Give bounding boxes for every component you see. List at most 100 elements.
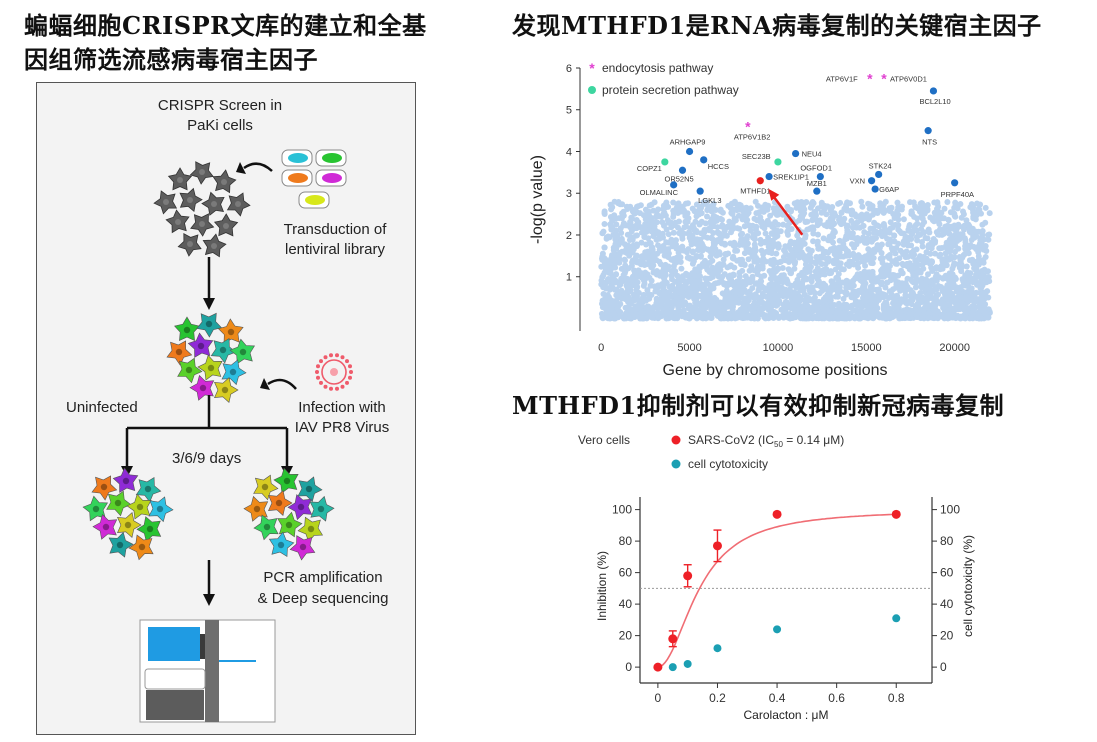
- background-gene-point: [727, 272, 734, 279]
- background-gene-point: [694, 307, 701, 314]
- background-gene-point: [630, 207, 637, 213]
- background-gene-point: [900, 216, 907, 223]
- background-gene-point: [849, 209, 856, 216]
- background-gene-point: [901, 314, 908, 321]
- background-gene-point: [902, 288, 909, 295]
- background-gene-point: [802, 261, 809, 268]
- background-gene-point: [658, 269, 664, 276]
- background-gene-point: [970, 310, 977, 317]
- gene-label: MTHFD1: [740, 187, 770, 196]
- background-gene-point: [980, 300, 986, 306]
- virus-spike: [349, 370, 353, 374]
- gene-label: OGFOD1: [800, 164, 832, 173]
- colored-cell: [112, 467, 139, 493]
- background-gene-point: [676, 230, 683, 237]
- background-gene-point: [892, 250, 899, 257]
- background-gene-point: [909, 265, 916, 271]
- colored-cell: [148, 496, 174, 523]
- influenza-virus-icon: [315, 353, 353, 391]
- background-gene-point: [939, 288, 946, 295]
- background-gene-point: [820, 313, 827, 320]
- cell-nucleus: [297, 503, 305, 511]
- background-gene-point: [785, 280, 792, 287]
- background-gene-point: [814, 276, 821, 283]
- background-gene-point: [634, 293, 640, 300]
- background-gene-point: [978, 235, 984, 242]
- background-gene-point: [907, 276, 914, 283]
- cell-nucleus: [175, 348, 183, 356]
- screen-title-line2: PaKi cells: [187, 117, 253, 134]
- background-gene-point: [934, 205, 940, 212]
- background-gene-point: [815, 231, 821, 238]
- background-gene-point: [961, 226, 967, 233]
- background-gene-point: [895, 216, 902, 223]
- background-gene-point: [708, 221, 715, 228]
- background-gene-point: [899, 270, 906, 277]
- background-gene-point: [919, 243, 926, 250]
- background-gene-point: [803, 275, 810, 282]
- y-tick-label: 3: [566, 188, 572, 200]
- background-gene-point: [914, 300, 921, 307]
- background-gene-point: [650, 207, 657, 214]
- cell-nucleus: [227, 328, 235, 336]
- background-gene-point: [829, 217, 836, 223]
- background-gene-point: [721, 305, 728, 312]
- background-gene-point: [968, 290, 974, 297]
- background-gene-point: [690, 284, 697, 291]
- background-gene-point: [749, 276, 756, 283]
- infection-line2: IAV PR8 Virus: [294, 419, 390, 436]
- background-gene-point: [758, 282, 765, 289]
- background-gene-point: [941, 205, 948, 212]
- background-gene-point: [883, 301, 890, 308]
- background-gene-point: [866, 256, 873, 263]
- background-gene-point: [706, 204, 713, 211]
- background-gene-point: [663, 279, 670, 286]
- background-gene-point: [678, 311, 685, 318]
- background-gene-point: [753, 226, 759, 233]
- background-gene-point: [915, 266, 922, 273]
- background-gene-point: [616, 308, 622, 314]
- background-gene-point: [978, 305, 984, 312]
- background-gene-point: [868, 308, 875, 315]
- infection-line1: Infection with: [298, 399, 386, 416]
- background-gene-point: [909, 253, 916, 260]
- labeled-gene-points: *ATP6V1F*ATP6V0D1*ATP6V1B2BCL2L10NTSARHG…: [637, 70, 974, 236]
- virus-spike: [340, 355, 345, 360]
- background-gene-point: [644, 303, 651, 310]
- background-gene-point: [837, 199, 844, 206]
- background-gene-point: [739, 257, 745, 264]
- library-contents: [288, 173, 308, 183]
- background-gene-point: [800, 203, 807, 210]
- background-gene-point: [739, 213, 746, 220]
- background-gene-point: [844, 222, 851, 229]
- background-gene-point: [661, 245, 667, 251]
- background-gene-point: [601, 211, 608, 217]
- background-gene-point: [628, 228, 635, 235]
- background-gene-point: [605, 294, 612, 301]
- background-gene-point: [606, 307, 613, 314]
- background-gene-point: [666, 299, 673, 306]
- background-gene-point: [651, 305, 658, 311]
- background-gene-point: [676, 218, 682, 225]
- gene-label: ATP6V1F: [826, 74, 858, 83]
- virus-spike: [316, 364, 320, 369]
- background-gene-point: [951, 307, 958, 314]
- background-gene-point: [681, 224, 688, 231]
- background-gene-point: [622, 268, 629, 275]
- colored-cell: [92, 513, 118, 540]
- background-gene-point: [944, 199, 951, 205]
- background-gene-point: [638, 310, 645, 317]
- legend-label-main: SARS-CoV2 (IC: [688, 433, 774, 447]
- background-gene-point: [864, 235, 871, 242]
- cell-nucleus: [229, 368, 237, 376]
- cell-nucleus: [177, 177, 183, 183]
- down-arrowhead-2: [203, 594, 215, 606]
- background-gene-point: [726, 313, 733, 319]
- background-gene-point: [979, 268, 985, 274]
- background-gene-point: [956, 223, 963, 230]
- background-gene-point: [698, 281, 705, 288]
- background-gene-point: [865, 246, 872, 253]
- background-gene-point: [820, 296, 827, 303]
- background-gene-point: [933, 264, 940, 271]
